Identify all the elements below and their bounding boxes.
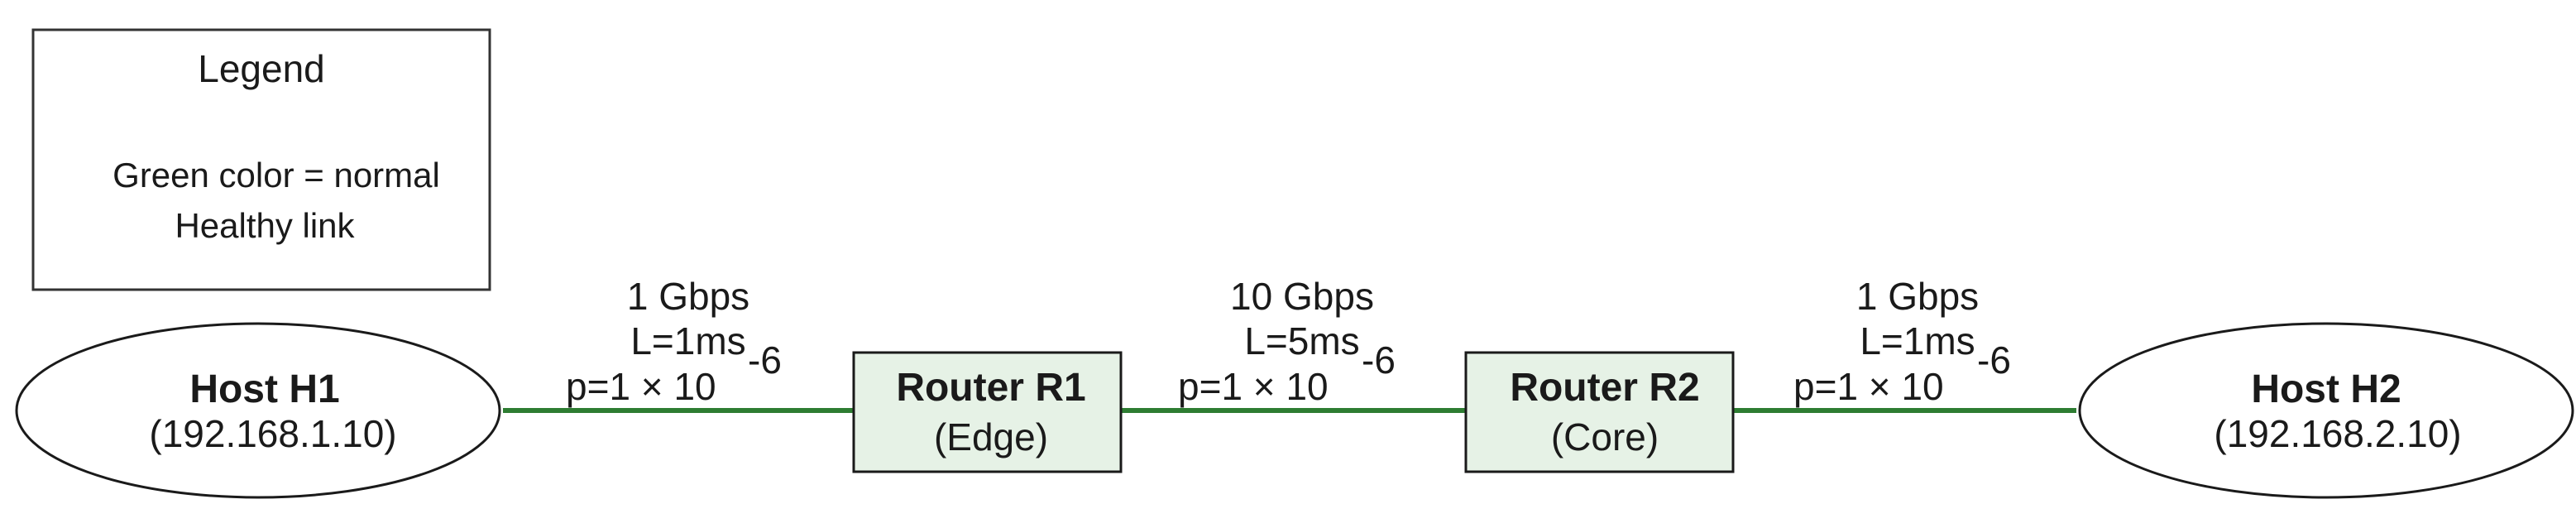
router-box — [852, 351, 1123, 473]
router-r2[interactable]: Router R2 (Core) — [1464, 351, 1735, 473]
router-name: Router R1 — [896, 366, 1085, 410]
router-name: Router R2 — [1510, 366, 1699, 410]
link-loss-exponent: -6 — [748, 338, 782, 382]
legend-line-1: Green color = normal — [113, 156, 440, 194]
link-loss: p=1 × 10 — [1178, 365, 1329, 408]
host-h1[interactable]: Host H1 (192.168.1.10) — [15, 322, 501, 499]
router-role: (Edge) — [934, 415, 1048, 458]
link-loss-exponent: -6 — [1362, 338, 1396, 382]
host-shape — [2078, 322, 2574, 499]
host-name: Host H2 — [2251, 367, 2401, 411]
link-latency: L=1ms — [1860, 319, 1975, 362]
link-r1-r2-labels: 10 Gbps L=5ms p=1 × 10 -6 — [1178, 275, 1396, 408]
router-r1[interactable]: Router R1 (Edge) — [852, 351, 1123, 473]
link-h1-r1-labels: 1 Gbps L=1ms p=1 × 10 -6 — [566, 275, 782, 408]
link-latency: L=5ms — [1244, 319, 1359, 362]
host-shape — [15, 322, 501, 499]
router-role: (Core) — [1551, 415, 1659, 458]
link-r2-h2-labels: 1 Gbps L=1ms p=1 × 10 -6 — [1793, 275, 2011, 408]
host-name: Host H1 — [189, 367, 339, 411]
link-loss-exponent: -6 — [1977, 338, 2011, 382]
legend: Legend Green color = normal Healthy link — [31, 28, 491, 291]
legend-box — [31, 28, 491, 291]
link-latency: L=1ms — [630, 319, 745, 362]
host-address: (192.168.1.10) — [149, 412, 396, 455]
router-box — [1464, 351, 1735, 473]
link-loss: p=1 × 10 — [1793, 365, 1944, 408]
link-bandwidth: 10 Gbps — [1230, 275, 1374, 318]
link-loss: p=1 × 10 — [566, 365, 716, 408]
link-bandwidth: 1 Gbps — [627, 275, 749, 318]
legend-line-2: Healthy link — [175, 206, 355, 245]
host-h2[interactable]: Host H2 (192.168.2.10) — [2078, 322, 2574, 499]
legend-title: Legend — [198, 47, 325, 90]
link-bandwidth: 1 Gbps — [1856, 275, 1979, 318]
host-address: (192.168.2.10) — [2214, 412, 2461, 455]
